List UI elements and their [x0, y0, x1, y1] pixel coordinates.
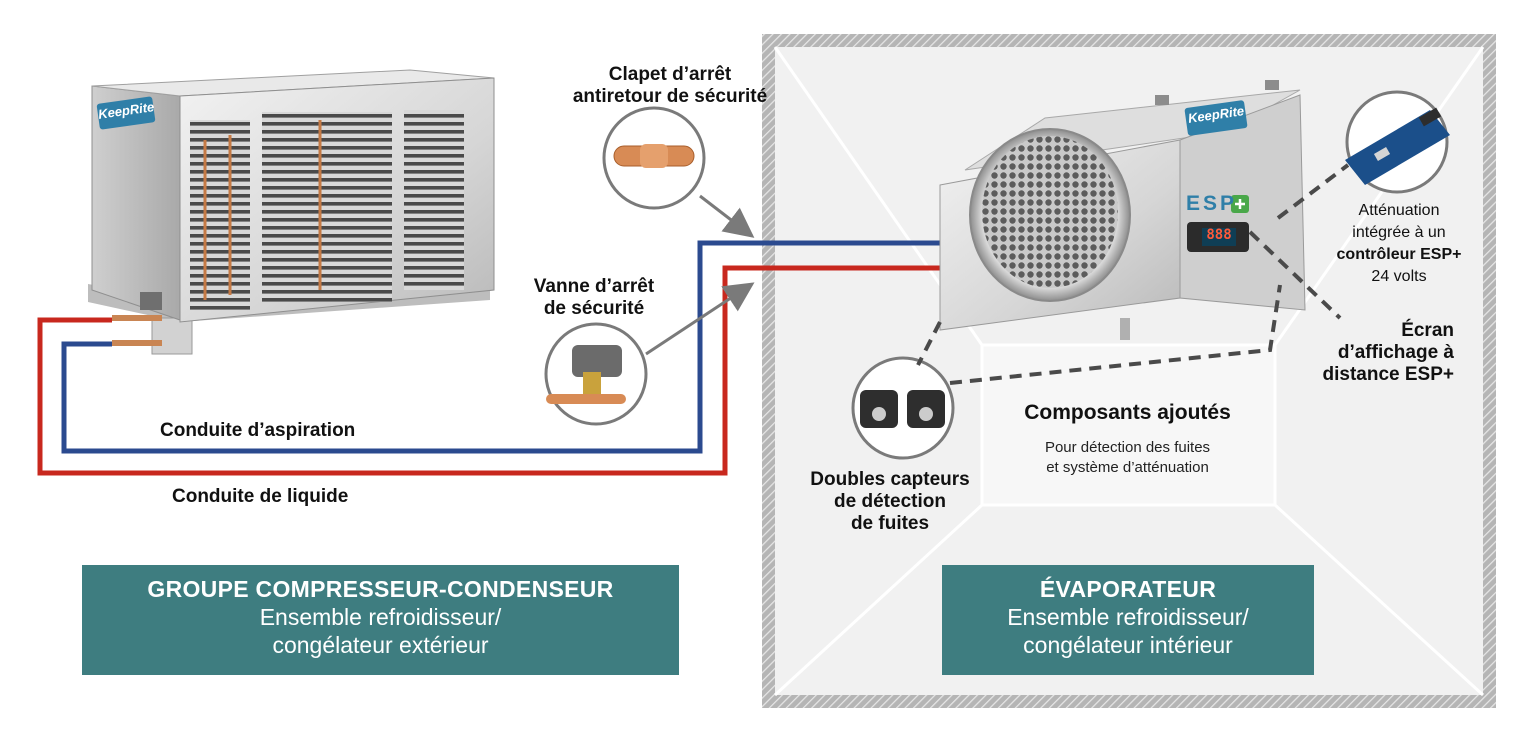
added-components-title: Composants ajoutés [1024, 401, 1231, 424]
compressor-banner: GROUPE COMPRESSEUR-CONDENSEUR Ensemble r… [82, 565, 679, 675]
compressor-banner-line1: Ensemble refroidisseur/ [259, 604, 502, 630]
added-components-block: Composants ajoutés Pour détection des fu… [995, 400, 1260, 478]
condensing-unit-image [88, 69, 495, 355]
compressor-brand-badge [96, 96, 156, 130]
leak-sensors-circle [851, 356, 955, 460]
liquid-line-label: Conduite de liquide [172, 486, 349, 507]
check-valve-label: Clapet d’arrêt antiretour de sécurité [572, 64, 768, 107]
compressor-banner-title: GROUPE COMPRESSEUR-CONDENSEUR [147, 576, 614, 602]
evaporator-banner-line2: congélateur intérieur [1023, 632, 1233, 658]
pointer-arrows [645, 194, 755, 356]
evaporator-brand-badge [1184, 100, 1248, 136]
esp-plus-icon [1231, 195, 1249, 213]
shutoff-valve-label: Vanne d’arrêt de sécurité [533, 276, 655, 319]
dashed-connectors [916, 163, 1350, 385]
added-components-line1: Pour détection des fuites [1044, 439, 1211, 456]
remote-display-label: Écran d’affichage à distance ESP+ [1322, 320, 1454, 385]
liquid-line [37, 265, 940, 476]
shutoff-valve-circle [544, 322, 648, 426]
suction-line-label: Conduite d’aspiration [160, 420, 356, 441]
mitigation-controller-label: Atténuation intégrée à un contrôleur ESP… [1336, 202, 1462, 285]
evaporator-banner-title: ÉVAPORATEUR [1039, 576, 1217, 602]
controller-board-circle [1345, 90, 1450, 194]
evaporator-banner-line1: Ensemble refroidisseur/ [1007, 604, 1249, 630]
added-components-line2: et système d’atténuation [1046, 459, 1209, 476]
evaporator-display-reading: 888 [1206, 227, 1232, 243]
suction-line [61, 240, 940, 454]
esp-logo: ESP [1186, 192, 1238, 215]
evaporator-banner: ÉVAPORATEUR Ensemble refroidisseur/ cong… [942, 565, 1314, 675]
check-valve-circle [602, 106, 706, 210]
refrigerant-lines [37, 240, 940, 476]
compressor-banner-line2: congélateur extérieur [272, 632, 489, 658]
leak-sensors-label: Doubles capteurs de détection de fuites [810, 469, 970, 534]
